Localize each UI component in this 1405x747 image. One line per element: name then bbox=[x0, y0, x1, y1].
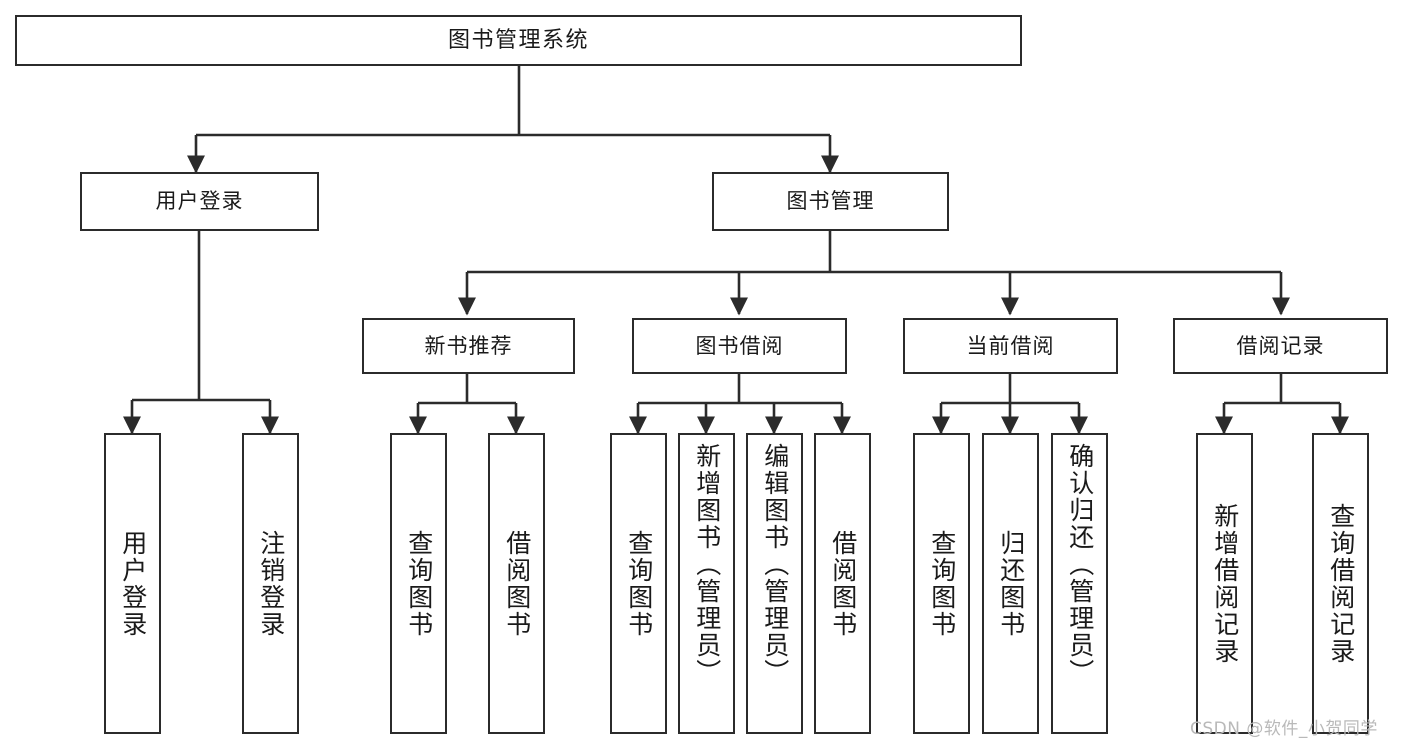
leaf-user-login-signout[interactable]: 注销登录 bbox=[242, 433, 299, 734]
node-root-system[interactable]: 图书管理系统 bbox=[15, 15, 1022, 66]
node-user-login[interactable]: 用户登录 bbox=[80, 172, 319, 231]
node-label: 查询图书 bbox=[927, 529, 957, 638]
node-label: 编辑图书（管理员） bbox=[760, 443, 790, 686]
node-current-borrow[interactable]: 当前借阅 bbox=[903, 318, 1118, 374]
leaf-book-borrow-edit[interactable]: 编辑图书（管理员） bbox=[746, 433, 803, 734]
node-new-book-recommend[interactable]: 新书推荐 bbox=[362, 318, 575, 374]
node-label: 新增借阅记录 bbox=[1210, 502, 1240, 665]
node-label: 查询图书 bbox=[404, 529, 434, 638]
node-book-borrow[interactable]: 图书借阅 bbox=[632, 318, 847, 374]
leaf-book-borrow-add[interactable]: 新增图书（管理员） bbox=[678, 433, 735, 734]
leaf-current-borrow-confirm-return[interactable]: 确认归还（管理员） bbox=[1051, 433, 1108, 734]
leaf-new-book-query[interactable]: 查询图书 bbox=[390, 433, 447, 734]
node-label: 查询借阅记录 bbox=[1326, 502, 1356, 665]
node-label: 当前借阅 bbox=[966, 333, 1055, 358]
node-label: 归还图书 bbox=[996, 529, 1026, 638]
node-label: 用户登录 bbox=[118, 529, 148, 638]
node-label: 确认归还（管理员） bbox=[1065, 443, 1095, 686]
leaf-book-borrow-query[interactable]: 查询图书 bbox=[610, 433, 667, 734]
node-borrow-record[interactable]: 借阅记录 bbox=[1173, 318, 1388, 374]
leaf-current-borrow-query[interactable]: 查询图书 bbox=[913, 433, 970, 734]
node-label: 借阅记录 bbox=[1236, 333, 1325, 358]
leaf-borrow-record-query[interactable]: 查询借阅记录 bbox=[1312, 433, 1369, 734]
node-label: 图书管理系统 bbox=[447, 27, 589, 53]
node-label: 新增图书（管理员） bbox=[692, 443, 722, 686]
node-label: 用户登录 bbox=[155, 189, 244, 214]
leaf-current-borrow-return[interactable]: 归还图书 bbox=[982, 433, 1039, 734]
node-book-management[interactable]: 图书管理 bbox=[712, 172, 949, 231]
node-label: 借阅图书 bbox=[828, 529, 858, 638]
node-label: 图书借阅 bbox=[695, 333, 784, 358]
node-label: 借阅图书 bbox=[502, 529, 532, 638]
leaf-user-login-signin[interactable]: 用户登录 bbox=[104, 433, 161, 734]
node-label: 新书推荐 bbox=[424, 333, 513, 358]
node-label: 图书管理 bbox=[786, 189, 875, 214]
leaf-book-borrow-borrow[interactable]: 借阅图书 bbox=[814, 433, 871, 734]
leaf-new-book-borrow[interactable]: 借阅图书 bbox=[488, 433, 545, 734]
node-label: 查询图书 bbox=[624, 529, 654, 638]
leaf-borrow-record-add[interactable]: 新增借阅记录 bbox=[1196, 433, 1253, 734]
node-label: 注销登录 bbox=[256, 529, 286, 638]
